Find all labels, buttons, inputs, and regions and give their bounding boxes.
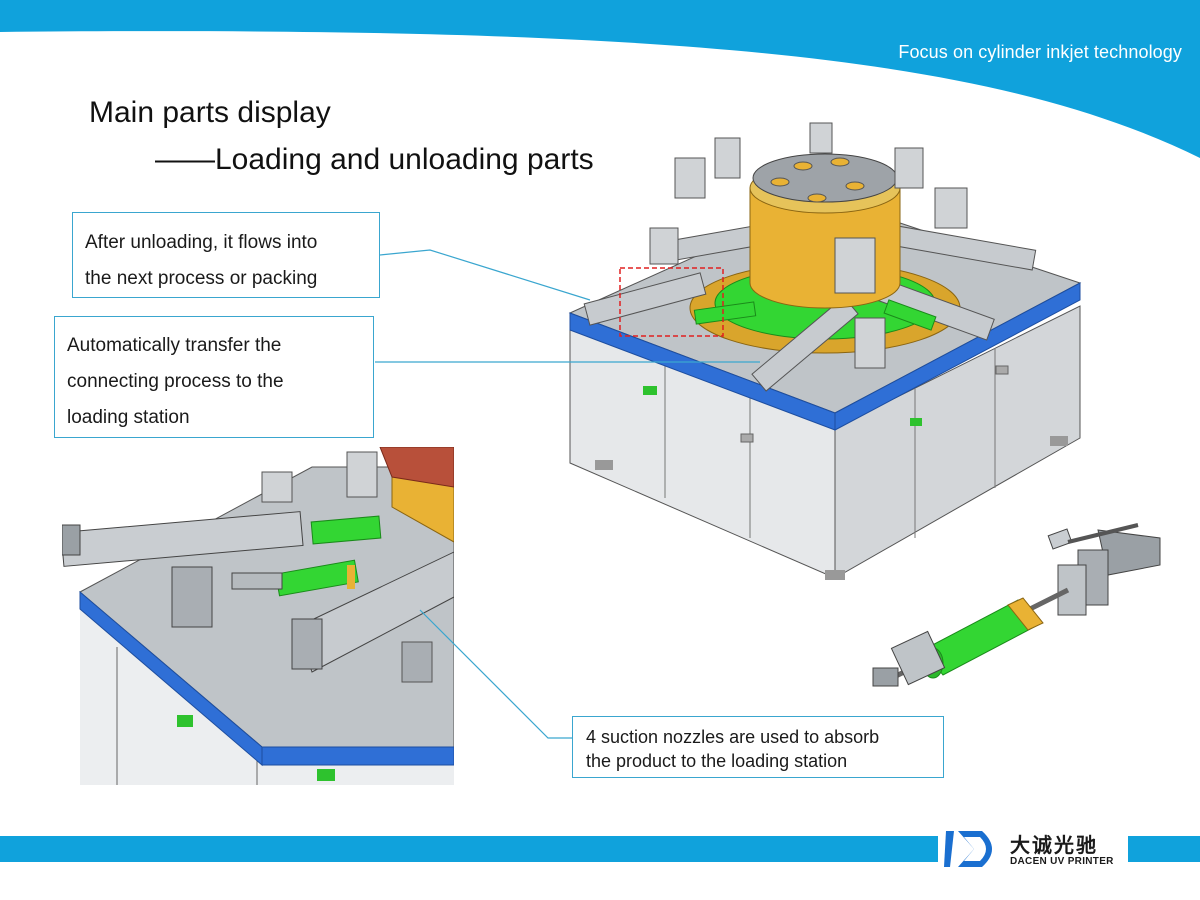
header-band [0,0,1200,158]
callout-transfer: Automatically transfer the connecting pr… [54,316,374,438]
callout-transfer-line1: Automatically transfer the [67,335,282,356]
logo-english-name: DACEN UV PRINTER [1010,856,1114,867]
callout-nozzles-line1: 4 suction nozzles are used to absorb [586,727,880,747]
callout-nozzles: 4 suction nozzles are used to absorb the… [572,716,944,778]
closeup-illustration [62,447,454,785]
callout-unloading-line1: After unloading, it flows into [85,232,318,253]
page-title: Main parts display [89,96,331,129]
callout-unloading: After unloading, it flows into the next … [72,212,380,298]
callout-nozzles-line2: the product to the loading station [586,751,848,771]
brand-logo: 大诚光驰 DACEN UV PRINTER [938,826,1128,872]
logo-chinese-name: 大诚光驰 [1010,833,1098,857]
page-subtitle: ——Loading and unloading parts [155,143,594,176]
callout-transfer-line3: loading station [67,407,190,428]
callout-transfer-line2: connecting process to the [67,371,284,392]
header-tagline: Focus on cylinder inkjet technology [898,42,1182,62]
machine-illustration [568,122,1082,580]
suction-nozzle-part-illustration [872,523,1161,687]
callout-unloading-line2: the next process or packing [85,268,318,289]
dacen-logo-icon [944,831,992,867]
